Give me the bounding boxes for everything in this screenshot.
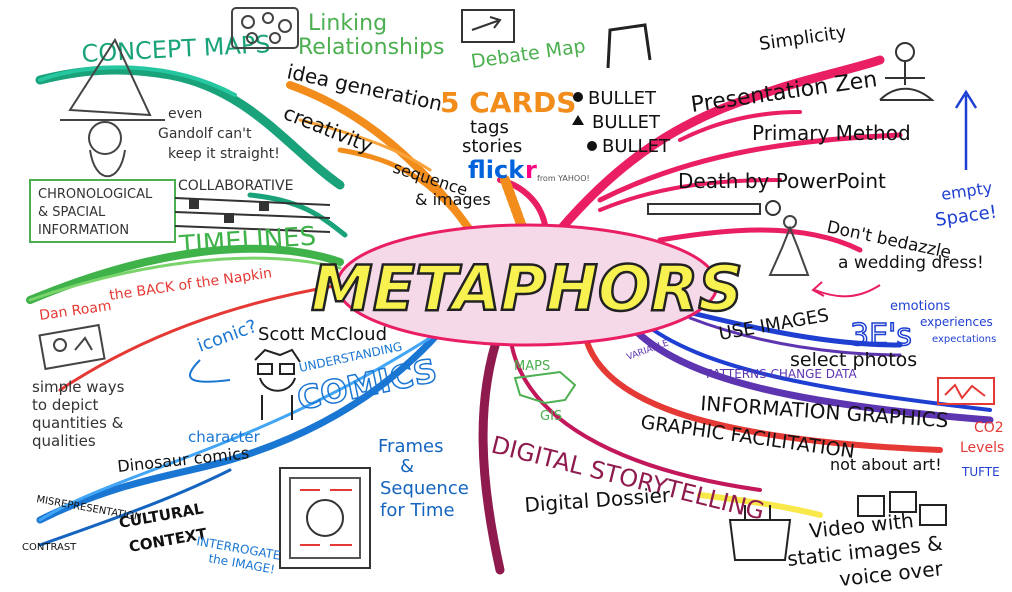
branch-video (697, 492, 823, 518)
branch-digital-storytelling (478, 325, 505, 575)
primary-method-label: Primary Method (752, 121, 911, 145)
chrono-line-3: INFORMATION (38, 223, 129, 238)
co2-label: CO2 (974, 420, 1004, 436)
branch-presentation (555, 55, 885, 235)
mccloud-face-icon (254, 348, 301, 420)
up-arrow-icon (954, 89, 978, 170)
timeline-sketch-icon (174, 197, 331, 233)
usa-map-icon (513, 370, 577, 405)
debate-map-label: Debate Map (470, 35, 587, 73)
not-about-art-label: not about art! (830, 455, 942, 474)
bedazzle-2: a wedding dress! (838, 253, 984, 273)
bullet-item-3: BULLET (602, 136, 671, 157)
empty-label-1: empty (940, 178, 993, 204)
idea-generation-label: idea generation (285, 59, 444, 115)
comic-frames-icon (279, 467, 371, 569)
iconic-arrow (189, 359, 231, 383)
arrow-box-icon (461, 9, 515, 43)
center-oval (335, 223, 719, 347)
experiences-label: experiences (920, 315, 993, 329)
branch-collaborative (247, 192, 348, 238)
expectations-label: expectations (932, 334, 996, 345)
character-label: character (188, 428, 261, 446)
tufte-label: TUFTE (961, 465, 1000, 479)
napkin-author: Dan Roam (38, 298, 112, 324)
gis-label: GIS (540, 409, 562, 424)
presentation-zen-label: Presentation Zen (689, 67, 878, 118)
linking-label-1: Linking (308, 11, 387, 36)
branch-infographics (626, 321, 994, 424)
branch-cultural (38, 468, 232, 547)
flickr-sub: from YAHOO! (537, 174, 590, 183)
coffin-icon (647, 200, 781, 216)
branch-timelines (26, 244, 344, 304)
branch-facilitation (582, 332, 943, 453)
simple-ways-1: simple ways (32, 378, 125, 396)
bullet-item-2: BULLET (592, 112, 661, 133)
flickr-brand-1: flick (468, 156, 525, 184)
empty-label-2: Space! (934, 202, 998, 231)
simple-ways-2: to depict (32, 396, 99, 414)
flickr-logo: flick r from YAHOO! (468, 156, 590, 184)
frames-4: for Time (380, 500, 455, 521)
video-icons (728, 491, 947, 561)
emotions-label: emotions (890, 299, 951, 314)
five-cards-label: 5 CARDS (440, 86, 576, 119)
simplicity-label: Simplicity (758, 22, 848, 55)
sequence-label-2: & images (415, 190, 491, 209)
frames-2: & (400, 456, 414, 477)
tags-label: tags (470, 117, 509, 138)
meditating-figure-icon (879, 42, 935, 101)
death-powerpoint-label: Death by PowerPoint (678, 169, 886, 193)
flickr-brand-2: r (525, 156, 537, 184)
chrono-line-1: CHRONOLOGICAL (38, 187, 153, 202)
simple-ways-4: qualities (32, 432, 96, 450)
linking-icon (231, 7, 299, 49)
wizard-icon (60, 37, 165, 178)
center-title: METAPHORS (311, 252, 743, 325)
maps-label: MAPS (514, 359, 550, 374)
maze-chart-icon (937, 377, 995, 405)
gandolf-line-3: keep it straight! (168, 146, 280, 162)
patterns-label: PATTERNS CHANGE DATA (706, 367, 858, 381)
scott-mccloud-label: Scott McCloud (258, 324, 387, 345)
frames-3: Sequence (380, 478, 469, 499)
iconic-label: iconic? (195, 316, 260, 357)
collaborative-label: COLLABORATIVE (178, 178, 293, 194)
branch-curves (26, 55, 994, 575)
contrast-label: CONTRAST (22, 542, 77, 553)
gandolf-line-2: Gandolf can't (158, 126, 252, 142)
stories-label: stories (462, 136, 522, 157)
select-photos-label: select photos (790, 349, 917, 371)
bullet-item-1: BULLET (588, 88, 657, 109)
three-es-label: 3E's (850, 318, 912, 353)
branch-concept-maps (35, 65, 345, 190)
center-node: METAPHORS (310, 223, 744, 347)
gandolf-line-1: even (168, 106, 202, 122)
linking-label-2: Relationships (298, 35, 445, 60)
branch-images (677, 307, 903, 348)
branch-comics (36, 316, 454, 524)
napkin-icon (38, 323, 106, 371)
digital-dossier-label: Digital Dossier (524, 483, 672, 517)
levels-label: Levels (960, 440, 1004, 456)
wedding-dress-icon (768, 215, 810, 276)
bullet-list: BULLET BULLET BULLET (572, 88, 671, 157)
simple-ways-3: quantities & (32, 414, 124, 432)
doc-corner-icon (606, 23, 652, 69)
chrono-box (29, 179, 176, 243)
frames-1: Frames (378, 436, 443, 457)
branch-bedazzle (657, 227, 863, 253)
bedazzle-arrow (811, 281, 881, 298)
branch-napkin (58, 283, 342, 392)
chrono-line-2: & SPACIAL (38, 205, 106, 220)
